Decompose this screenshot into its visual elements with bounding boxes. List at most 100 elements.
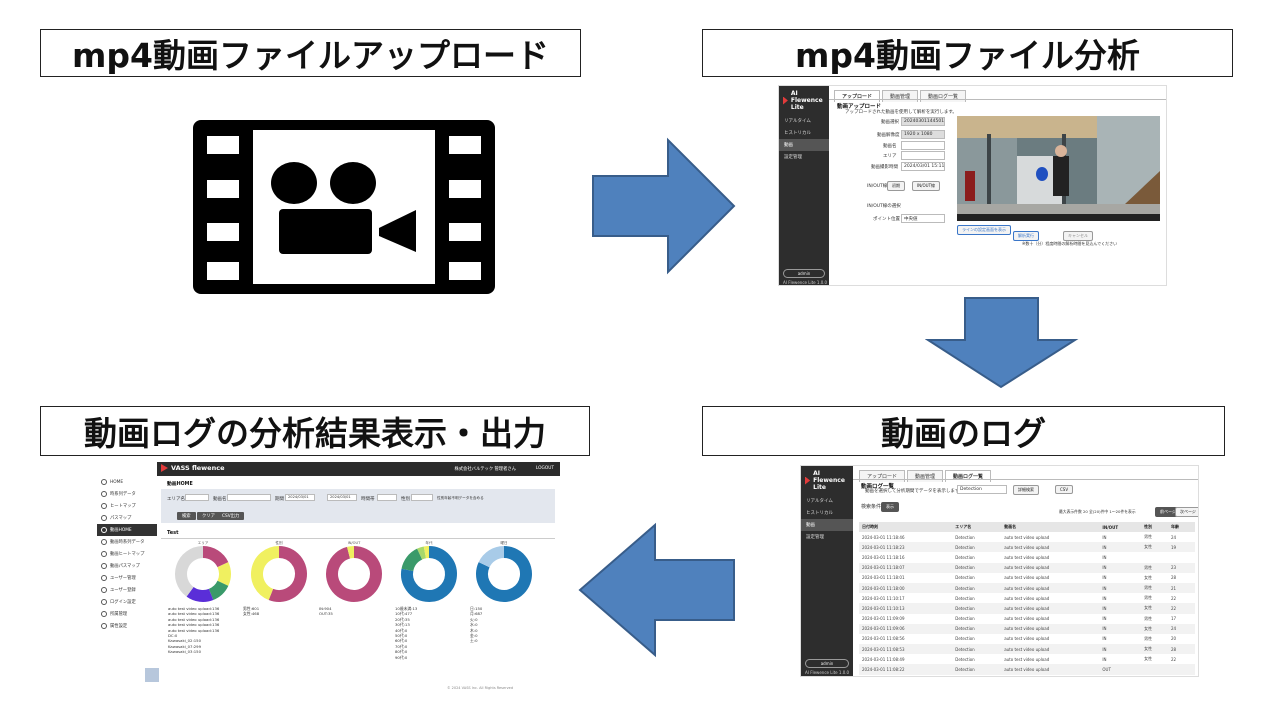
tab-video-manage[interactable]: 動画管理 [907,470,944,482]
table-cell: 男性 [1144,534,1153,540]
sidebar-item-realtime[interactable]: リアルタイム [806,499,833,504]
table-cell: IN [1102,636,1107,642]
stat-line: DC:0 [168,633,178,639]
nav-item[interactable]: 動画HOME [97,524,157,536]
filter-video-label: 動画名 [213,497,227,502]
filter-time-select[interactable] [377,494,397,501]
nav-item[interactable]: 動画ヒートマップ [97,548,157,560]
nav-item[interactable]: 時系列データ [97,488,157,500]
video-preview[interactable] [957,116,1160,221]
nav-item-label: 動画時系列データ [110,540,145,545]
filter-area-select[interactable] [185,494,209,501]
nav-item[interactable]: 動画パスマップ [97,560,157,572]
reset-button[interactable]: 初期 [887,181,905,191]
sidebar-item-video[interactable]: 動画 [779,139,829,151]
sidebar-item-settings[interactable]: 設定管理 [806,535,824,540]
stat-line: 40代:0 [395,627,408,633]
filter-gender-select[interactable] [411,494,433,501]
file-field[interactable]: 20240301144501_CAM07_1.mp4 [901,117,945,126]
nav-item[interactable]: HOME [97,476,157,488]
tab-video-log[interactable]: 動画ログ一覧 [945,470,992,482]
csv-button[interactable]: CSV [1055,485,1074,494]
admin-button[interactable]: admin [783,269,825,278]
detection-field[interactable]: Detection [957,485,1007,494]
logo-icon [783,96,788,105]
filter-video-select[interactable] [227,494,271,501]
stat-line: auto test video upload:136 [168,616,220,622]
admin-button[interactable]: admin [805,659,849,668]
sidebar-item-historical[interactable]: ヒストリカル [784,131,811,136]
search-button[interactable]: 検索 [177,512,196,520]
cancel-button[interactable]: キャンセル [1063,231,1093,241]
dashboard-header: VASS flewence 株式会社バルテック 管理者さん LOGOUT [157,462,560,476]
table-row[interactable]: 2024-03-01 11:08:21Detectionauto test vi… [859,675,1195,676]
next-page-button[interactable]: 次ページ [1175,507,1198,517]
nav-item[interactable]: 動画時系列データ [97,536,157,548]
stat-line: 60代:0 [395,638,408,644]
tab-video-manage[interactable]: 動画管理 [882,90,919,102]
nav-item[interactable]: ユーザー登録 [97,584,157,596]
csv-export-button[interactable]: CSV出力 [217,512,245,520]
filter-date-to[interactable]: 2024/03/01 [327,494,357,501]
nav-item-icon [101,587,107,593]
log-column-header: 性別 [1141,522,1169,532]
log-tabs: アップロード 動画管理 動画ログ一覧 [859,470,992,482]
filter-include-unknown[interactable]: 性別年齢不明データを含める [437,496,484,500]
label-log: 動画のログ [702,406,1225,456]
stat-line: auto test video upload:136 [168,627,220,633]
video-name-input[interactable] [901,141,945,150]
stat-line: 土:0 [470,638,478,644]
table-cell: 女性 [1141,542,1169,553]
scroll-top-button[interactable] [145,668,159,682]
nav-item[interactable]: 属性設定 [97,620,157,632]
stat-line: 20代:35 [395,616,410,622]
nav-item[interactable]: パスマップ [97,512,157,524]
table-cell: Detection [952,675,1001,676]
tab-upload[interactable]: アップロード [859,470,906,482]
tab-upload[interactable]: アップロード [834,90,881,102]
shot-time-input[interactable]: 2024/03/01 15:11 [901,162,945,171]
detail-search-button[interactable]: 詳細検索 [1013,485,1039,495]
table-cell: 2024-03-01 11:18:46 [862,534,905,540]
donut-slice [401,546,457,602]
area-input[interactable] [901,151,945,160]
nav-item[interactable]: ユーザー管理 [97,572,157,584]
line-config-button[interactable]: ラインの設定画面を表示 [957,225,1011,235]
display-tag[interactable]: 表示 [881,502,899,512]
table-cell: IN [1099,644,1142,655]
logout-link[interactable]: LOGOUT [535,466,554,471]
stat-line: IN:904 [319,606,332,611]
filter-date-from[interactable]: 2024/03/01 [285,494,315,501]
point-select[interactable]: 中央値 [901,214,945,223]
run-analysis-button[interactable]: 解析実行 [1013,231,1039,241]
sidebar-item-video[interactable]: 動画 [801,519,853,531]
nav-item[interactable]: ヒートマップ [97,500,157,512]
sidebar-item-realtime[interactable]: リアルタイム [784,119,811,124]
clear-button[interactable]: クリア [197,512,220,520]
sidebar-item-historical[interactable]: ヒストリカル [806,511,833,516]
table-cell: 2024-03-01 11:18:23 [859,542,953,553]
nav-item[interactable]: 所属管理 [97,608,157,620]
tab-video-log[interactable]: 動画ログ一覧 [920,90,967,102]
stat-line: 70代:0 [395,643,408,649]
nav-item[interactable]: ログイン設定 [97,596,157,608]
line-setting-button[interactable]: IN/OUT線 [912,181,941,191]
sidebar-item-settings[interactable]: 設定管理 [784,155,802,160]
table-cell [1141,664,1169,675]
table-cell: 2024-03-01 11:08:56 [862,636,905,642]
table-cell: 24 [1168,623,1195,634]
